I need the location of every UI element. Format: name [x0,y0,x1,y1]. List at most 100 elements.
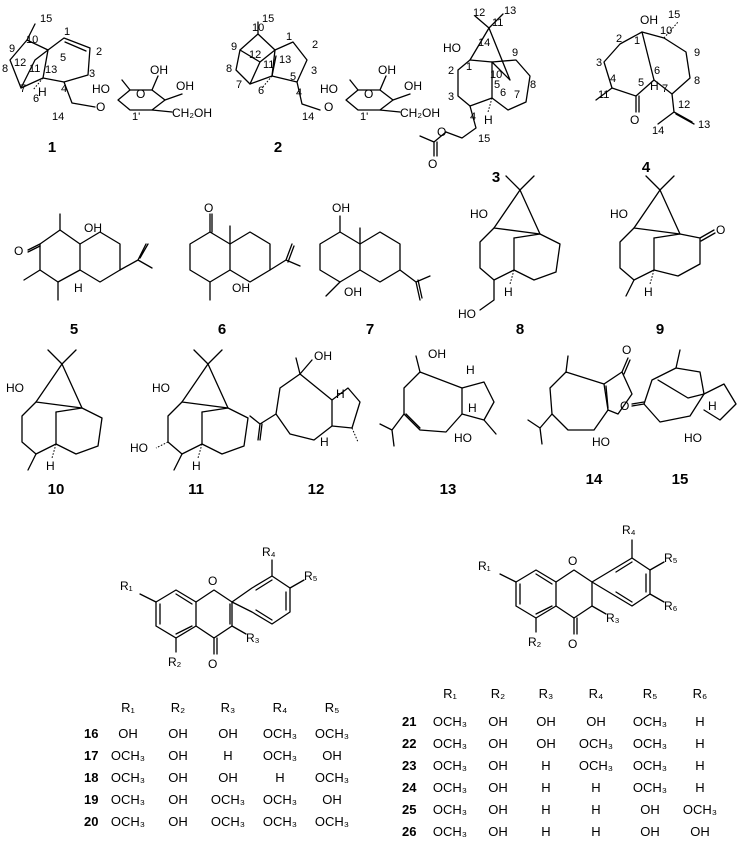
table-header: R₁ [443,686,457,701]
flavanone-scaffold: O O R₁ R₂ R₃ R₄ R₅ R₆ [478,523,678,651]
svg-text:6: 6 [258,85,264,97]
table-cell: OH [586,714,606,729]
structure-10: HO H [6,349,103,473]
table-cell: OH [322,792,342,807]
svg-text:4: 4 [296,87,302,99]
row-label: 18 [84,770,98,785]
atom-ho: HO [610,207,628,221]
atom-o: O [428,157,437,171]
atom-o: O [204,201,213,215]
svg-text:4: 4 [470,111,476,123]
svg-text:8: 8 [694,75,700,87]
atom-oh: OH [404,79,422,93]
atom-oh: OH [314,349,332,363]
r2-label: R₂ [528,635,542,649]
table-cell: OH [168,726,188,741]
table-cell: OH [168,792,188,807]
table-cell: OH [118,726,138,741]
table-cell: OCH₃ [683,802,717,817]
table-cell: OCH₃ [263,792,297,807]
svg-text:2: 2 [96,46,102,58]
atom-ch2oh: CH₂OH [172,106,212,120]
table-header: R₂ [171,700,185,715]
r4-label: R₄ [622,523,636,537]
atom-ho: HO [470,207,488,221]
structure-13: OH H H HO [379,347,497,447]
compound-label: 1 [48,139,56,156]
atom-ho: HO [684,431,702,445]
r6-label: R₆ [664,599,678,613]
table-row: 21 OCH₃ OH OH OH OCH₃ H [402,714,705,729]
table-cell: OH [488,780,508,795]
atom-o: O [437,125,446,139]
atom-h: H [320,435,329,449]
atom-o: O [622,343,631,357]
atom-oh: OH [150,63,168,77]
svg-text:9: 9 [512,47,518,59]
svg-text:13: 13 [698,119,710,131]
table-cell: H [695,780,704,795]
compound-label: 4 [642,159,651,176]
row-label: 25 [402,802,416,817]
svg-text:3: 3 [311,65,317,77]
svg-text:1: 1 [634,35,640,47]
svg-text:3: 3 [89,68,95,80]
table-header: R₂ [491,686,505,701]
flavanone-table: R₁ R₂ R₃ R₄ R₅ R₆ 21 OCH₃ OH OH OH OCH₃ … [402,686,717,839]
r5-label: R₅ [664,551,678,565]
atom-ho: HO [130,441,148,455]
table-cell: OCH₃ [263,748,297,763]
table-header: R₃ [221,700,236,715]
compound-label: 8 [516,321,524,338]
table-cell: OH [488,802,508,817]
svg-text:14: 14 [52,111,64,123]
svg-text:10: 10 [660,25,672,37]
svg-text:3: 3 [596,57,602,69]
atom-o: O [208,657,217,671]
table-cell: OCH₃ [111,748,145,763]
svg-text:1: 1 [466,61,472,73]
atom-h: H [336,387,345,401]
table-cell: H [695,736,704,751]
svg-text:10: 10 [26,34,38,46]
atom-h: H [650,79,659,93]
atom-o: O [136,87,145,101]
row-label: 19 [84,792,98,807]
row-label: 16 [84,726,98,741]
table-cell: OH [218,726,238,741]
svg-text:5: 5 [60,52,66,64]
atom-ch2oh: CH₂OH [400,106,440,120]
table-cell: OH [168,814,188,829]
structure-14: O HO [527,343,633,449]
atom-h: H [708,399,717,413]
svg-text:8: 8 [226,63,232,75]
svg-text:1': 1' [360,111,368,123]
r3-label: R₃ [606,611,620,625]
structure-5: OH O H [14,213,153,301]
atom-o: O [96,100,105,114]
table-cell: OCH₃ [111,770,145,785]
compound-label: 14 [586,471,603,488]
structure-9: HO O H [610,175,725,299]
table-cell: H [591,802,600,817]
r1-label: R₁ [478,559,491,573]
svg-text:4: 4 [61,83,67,95]
svg-text:9: 9 [694,47,700,59]
svg-text:12: 12 [249,49,261,61]
row-label: 24 [402,780,417,795]
compound-label: 13 [440,481,457,498]
row-label: 17 [84,748,98,763]
table-header: R₃ [539,686,554,701]
table-cell: H [695,758,704,773]
svg-text:11: 11 [29,63,40,75]
table-cell: OH [640,802,660,817]
atom-ho: HO [443,41,461,55]
atom-oh: OH [378,63,396,77]
table-cell: H [591,780,600,795]
svg-text:7: 7 [20,83,26,95]
svg-text:1: 1 [64,26,70,38]
svg-text:5: 5 [290,71,296,83]
svg-text:3: 3 [448,91,454,103]
atom-h: H [504,285,513,299]
table-cell: OCH₃ [433,780,467,795]
